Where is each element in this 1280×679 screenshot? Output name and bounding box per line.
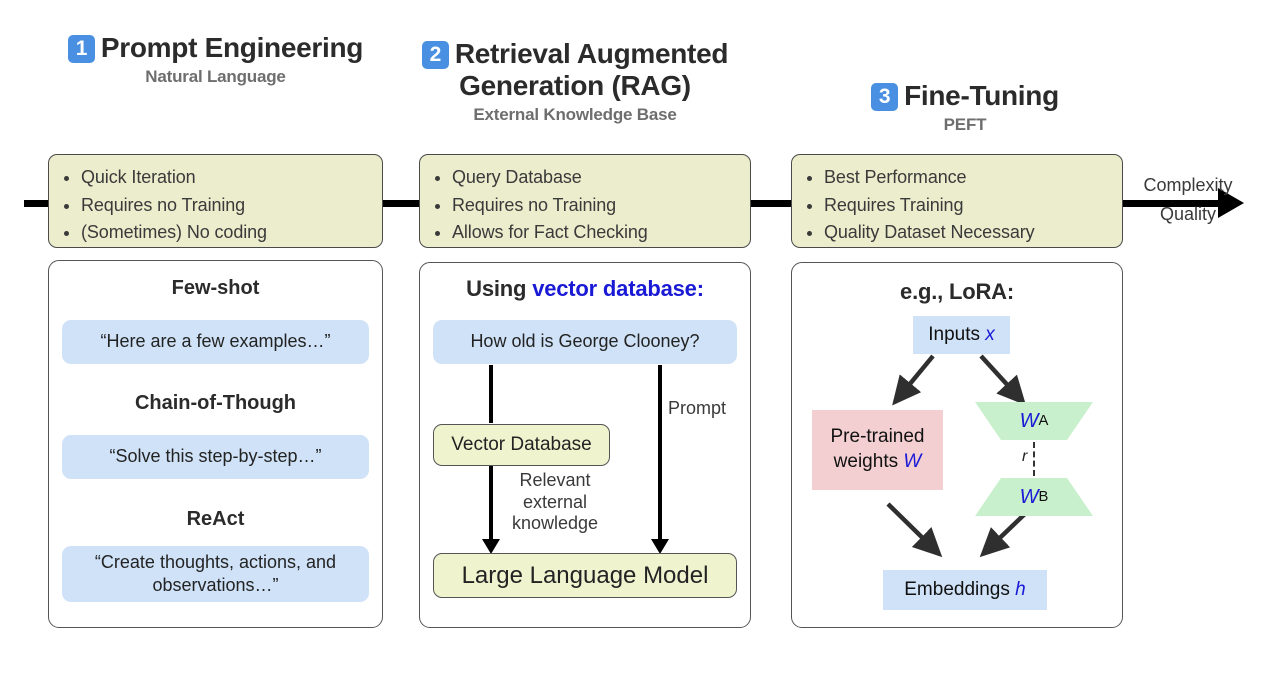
benefit-item: Quality Dataset Necessary (824, 219, 1112, 247)
lora-adapter-a-subscript: A (1038, 413, 1049, 429)
progression-arrow-head-icon (1218, 188, 1244, 218)
lora-inputs-symbol: x (985, 324, 995, 345)
benefit-item: Allows for Fact Checking (452, 219, 740, 247)
edge-label-relevant-knowledge: Relevant external knowledge (511, 470, 599, 534)
edge-query-to-llm-arrowhead-icon (651, 539, 669, 554)
pretrained-weights-label: Pre-trained weights (830, 426, 925, 472)
rag-query-box: How old is George Clooney? (433, 320, 737, 364)
embeddings-box: Embeddings h (883, 570, 1047, 610)
lora-inputs-label: Inputs (928, 324, 980, 345)
large-language-model-box: Large Language Model (433, 553, 737, 598)
benefit-item: (Sometimes) No coding (81, 219, 372, 247)
pretrained-weights-box: Pre-trained weights W (812, 410, 943, 490)
technique-quote-few-shot: “Here are a few examples…” (62, 320, 369, 364)
benefit-item: Quick Iteration (81, 164, 372, 192)
benefit-item: Requires no Training (452, 192, 740, 220)
benefit-item: Best Performance (824, 164, 1112, 192)
axis-label-complexity: Complexity (1143, 175, 1233, 195)
column-subtitle-1: Natural Language (145, 67, 286, 87)
embeddings-symbol: h (1015, 579, 1026, 600)
lora-adapter-a-symbol: W (1019, 409, 1039, 432)
benefits-box-2: Query Database Requires no Training Allo… (419, 154, 751, 248)
benefits-list-3: Best Performance Requires Training Quali… (804, 164, 1112, 247)
axis-label-quality: Quality (1159, 204, 1217, 224)
benefit-item: Requires no Training (81, 192, 372, 220)
rag-title-highlight: vector database: (532, 276, 704, 301)
step-badge-3: 3 (871, 83, 899, 111)
rag-panel-title: Using vector database: (419, 276, 751, 302)
edge-vectordb-to-llm (489, 466, 493, 542)
benefits-box-1: Quick Iteration Requires no Training (So… (48, 154, 383, 248)
benefits-box-3: Best Performance Requires Training Quali… (791, 154, 1123, 248)
embeddings-label: Embeddings (904, 579, 1010, 600)
edge-query-to-llm (658, 365, 662, 541)
benefits-list-1: Quick Iteration Requires no Training (So… (61, 164, 372, 247)
lora-panel-title: e.g., LoRA: (900, 279, 1014, 304)
pretrained-weights-symbol: W (903, 451, 922, 472)
edge-label-prompt: Prompt (668, 398, 727, 418)
edge-query-to-vectordb (489, 365, 493, 423)
vector-database-box: Vector Database (433, 424, 610, 466)
column-subtitle-2: External Knowledge Base (473, 105, 677, 125)
technique-quote-cot: “Solve this step-by-step…” (62, 435, 369, 479)
technique-heading-few-shot: Few-shot (171, 277, 260, 299)
lora-edges (886, 354, 1031, 558)
column-title-text-3: Fine-Tuning (904, 80, 1059, 111)
column-subtitle-3: PEFT (943, 115, 987, 135)
rag-title-prefix: Using (466, 276, 533, 301)
lora-rank-label: r (1022, 448, 1028, 465)
benefit-item: Query Database (452, 164, 740, 192)
technique-quote-react: “Create thoughts, actions, and observati… (62, 546, 369, 602)
column-title-text-1: Prompt Engineering (100, 32, 364, 63)
technique-heading-react: ReAct (186, 508, 245, 530)
lora-adapter-b-symbol: W (1019, 485, 1039, 508)
benefit-item: Requires Training (824, 192, 1112, 220)
column-title-text-2: Retrieval Augmented Generation (RAG) (454, 38, 729, 102)
edge-vectordb-to-llm-arrowhead-icon (482, 539, 500, 554)
step-badge-1: 1 (67, 35, 95, 63)
step-badge-2: 2 (421, 41, 449, 69)
lora-adapter-b-subscript: B (1038, 489, 1049, 505)
technique-heading-cot: Chain-of-Though (134, 392, 297, 414)
benefits-list-2: Query Database Requires no Training Allo… (432, 164, 740, 247)
lora-rank-connector (1033, 442, 1035, 476)
lora-inputs-box: Inputs x (913, 316, 1010, 354)
